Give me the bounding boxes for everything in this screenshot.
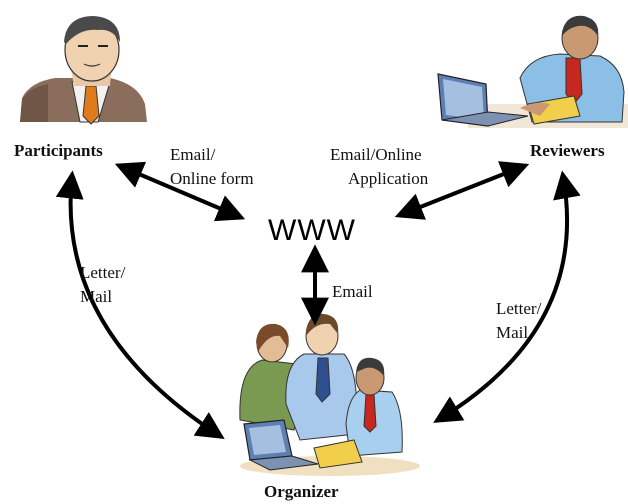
edge-label-reviewers-organizer-line2: Mail	[496, 323, 528, 342]
organizer-label: Organizer	[264, 482, 339, 501]
edge-label-participants-www-line2: Online form	[170, 169, 254, 188]
www-hub-label: WWW	[268, 214, 356, 247]
man-at-laptop-icon	[437, 15, 628, 128]
edge-label-www-organizer: Email	[332, 282, 373, 301]
edge-label-participants-www-line1: Email/	[170, 145, 216, 164]
team-at-laptop-icon	[239, 313, 420, 476]
edge-label-participants-organizer-line1: Letter/	[80, 263, 126, 282]
edge-label-reviewers-www-line1: Email/Online	[330, 145, 422, 164]
businessman-portrait-icon	[20, 16, 147, 125]
edge-label-reviewers-www-line2: Application	[348, 169, 429, 188]
arrow-reviewers-organizer	[433, 170, 581, 423]
reviewers-label: Reviewers	[530, 141, 605, 160]
edge-label-participants-organizer-line2: Mail	[80, 287, 112, 306]
edge-label-reviewers-organizer-line1: Letter/	[496, 299, 542, 318]
participants-label: Participants	[14, 141, 103, 160]
arrow-participants-organizer	[55, 170, 225, 440]
